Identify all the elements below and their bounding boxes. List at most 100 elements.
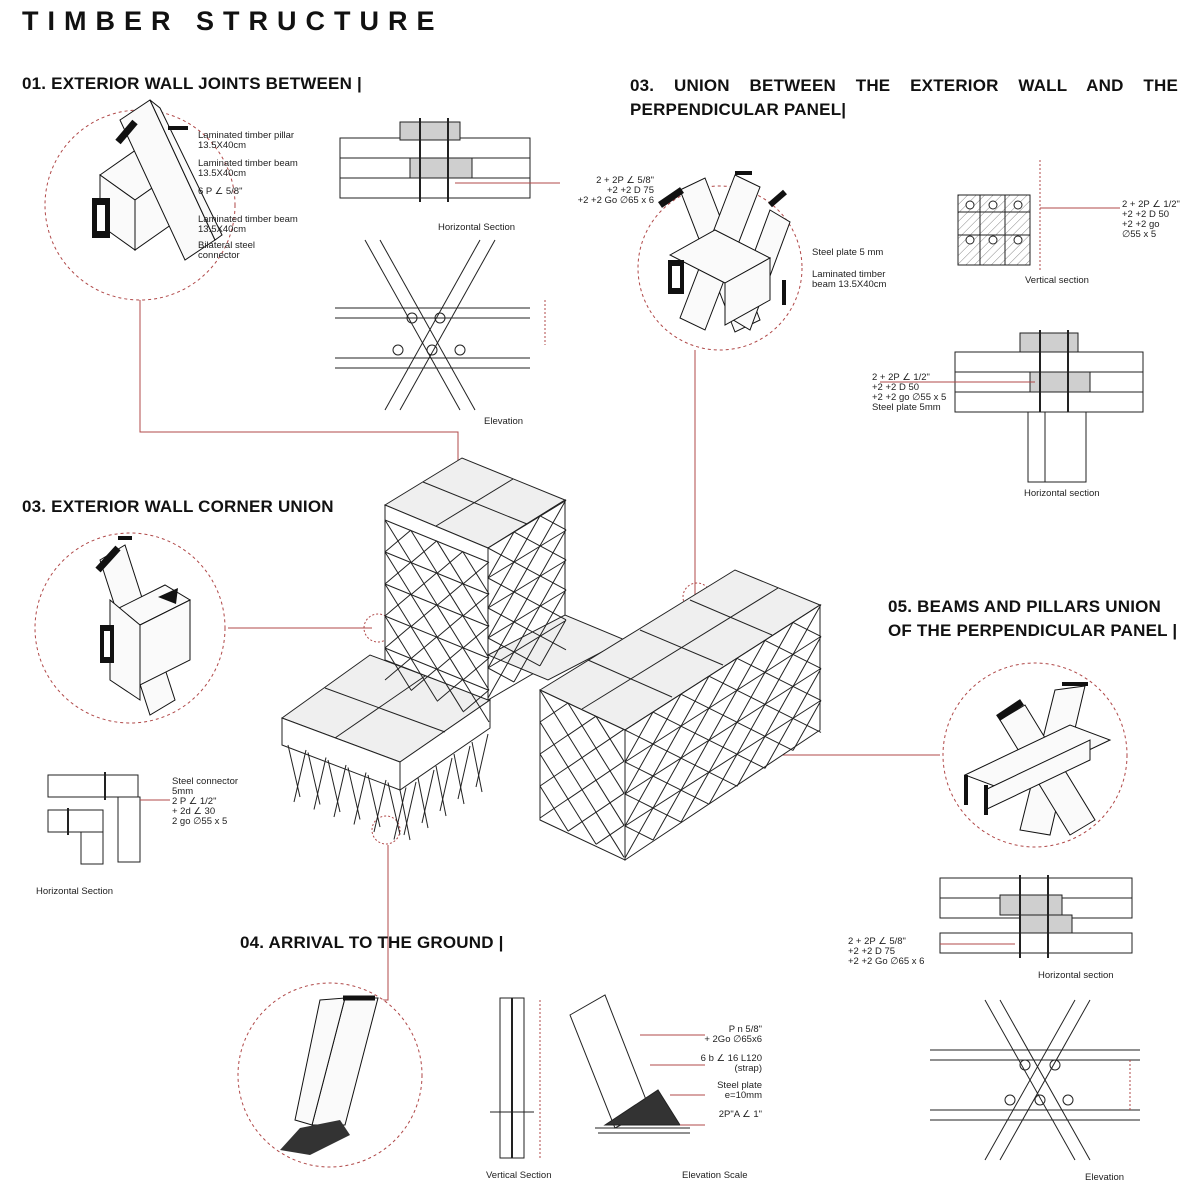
- brace: [367, 774, 381, 828]
- brace: [764, 718, 794, 769]
- brace: [708, 753, 738, 805]
- s03b-caption: Horizontal Section: [36, 886, 114, 897]
- brace: [399, 789, 411, 841]
- brace: [436, 614, 464, 638]
- brace: [595, 760, 625, 781]
- brace: [384, 657, 412, 681]
- s03a-heading-line2: PERPENDICULAR PANEL|: [630, 100, 847, 119]
- brace: [624, 636, 821, 763]
- s04-heading: 04. ARRIVAL TO THE GROUND |: [240, 933, 504, 952]
- brace: [736, 736, 766, 787]
- detail-circle-04: [237, 982, 423, 1168]
- s04-spec: P n 5/8" + 2Go ∅65x6 6 b ∠ 16 L120 (stra…: [700, 1024, 762, 1120]
- brace: [287, 744, 301, 798]
- brace: [652, 693, 682, 745]
- brace: [624, 711, 654, 763]
- brace: [539, 559, 567, 607]
- callout: Bilateral steel: [198, 240, 256, 251]
- s04-caption-vertical: Vertical Section: [486, 1170, 552, 1181]
- s03a-horizontal-section: [880, 330, 1144, 483]
- brace: [327, 759, 341, 813]
- brace: [439, 757, 453, 812]
- brace: [487, 560, 566, 609]
- s05-horizontal-section: [939, 875, 1133, 958]
- brace: [513, 575, 541, 623]
- brace: [384, 593, 412, 617]
- brace: [539, 798, 569, 819]
- brace: [764, 686, 794, 737]
- brace: [387, 782, 401, 835]
- callout: Laminated timber pillar: [198, 130, 295, 141]
- detail-circle-03a: [637, 171, 803, 351]
- brace: [313, 757, 327, 810]
- page-title: TIMBER STRUCTURE: [22, 6, 444, 36]
- brace: [792, 604, 822, 655]
- brace: [595, 824, 625, 845]
- brace: [436, 678, 464, 702]
- s05-caption-horizontal: Horizontal section: [1038, 970, 1114, 981]
- brace: [595, 792, 625, 813]
- callout: 6 P ∠ 5/8": [198, 186, 243, 197]
- brace: [513, 545, 541, 593]
- s03a-caption-vertical: Vertical section: [1025, 275, 1089, 286]
- brace: [567, 715, 597, 736]
- s03a-caption-horizontal: Horizontal section: [1024, 488, 1100, 499]
- brace: [373, 779, 387, 833]
- brace: [410, 540, 438, 564]
- brace: [567, 747, 597, 768]
- s03a-spec-vertical: 2 + 2P ∠ 1/2" +2 +2 D 50 +2 +2 go ∅55 x …: [1122, 199, 1180, 240]
- s01-caption-horizontal: Horizontal Section: [438, 222, 516, 233]
- brace: [487, 591, 515, 639]
- brace: [792, 668, 822, 719]
- s03a-heading-line1: 03. UNION BETWEEN THE EXTERIOR WALL AND …: [630, 76, 1178, 95]
- s01-spec: 2 + 2P ∠ 5/8" +2 +2 D 75 +2 +2 Go ∅65 x …: [577, 175, 654, 206]
- brace: [539, 499, 567, 547]
- brace: [792, 636, 822, 687]
- detail-circle-01: [44, 99, 236, 301]
- axonometric-structure: [280, 457, 822, 861]
- brace: [471, 741, 483, 793]
- s04-elevation: [569, 994, 705, 1134]
- brace: [624, 775, 654, 827]
- brace: [539, 589, 567, 637]
- brace: [436, 582, 464, 606]
- callout: 13.5X40cm: [198, 224, 247, 235]
- brace: [435, 765, 447, 817]
- brace: [595, 728, 625, 749]
- brace: [384, 529, 412, 553]
- brace: [513, 635, 541, 683]
- brace: [624, 668, 821, 795]
- brace: [539, 702, 569, 723]
- brace: [487, 621, 515, 669]
- brace: [624, 604, 821, 731]
- brace: [410, 636, 438, 660]
- brace: [347, 767, 361, 820]
- s01-elevation: [335, 239, 546, 411]
- brace: [293, 749, 307, 803]
- s01-caption-elevation: Elevation: [484, 416, 524, 427]
- brace: [567, 779, 597, 800]
- brace: [410, 668, 438, 692]
- brace: [513, 605, 541, 653]
- brace: [487, 531, 515, 579]
- brace: [487, 651, 515, 699]
- brace: [539, 619, 567, 667]
- brace: [462, 593, 490, 617]
- brace: [307, 752, 321, 805]
- brace: [462, 689, 490, 713]
- brace: [462, 561, 490, 585]
- s05-elevation: [930, 999, 1140, 1161]
- brace: [384, 625, 412, 649]
- s01-heading: 01. EXTERIOR WALL JOINTS BETWEEN |: [22, 74, 362, 93]
- brace: [652, 757, 682, 809]
- brace: [764, 654, 794, 705]
- s05-caption-elevation: Elevation: [1085, 1172, 1125, 1183]
- brace: [539, 529, 567, 577]
- brace: [680, 739, 710, 791]
- s05-heading-line1: 05. BEAMS AND PILLARS UNION: [888, 597, 1162, 616]
- s04-vertical-section: [490, 997, 541, 1160]
- callout: 13.5X40cm: [198, 140, 247, 151]
- brace: [487, 530, 566, 579]
- s03b-spec: Steel connector 5mm 2 P ∠ 1/2" + 2d ∠ 30…: [172, 776, 239, 827]
